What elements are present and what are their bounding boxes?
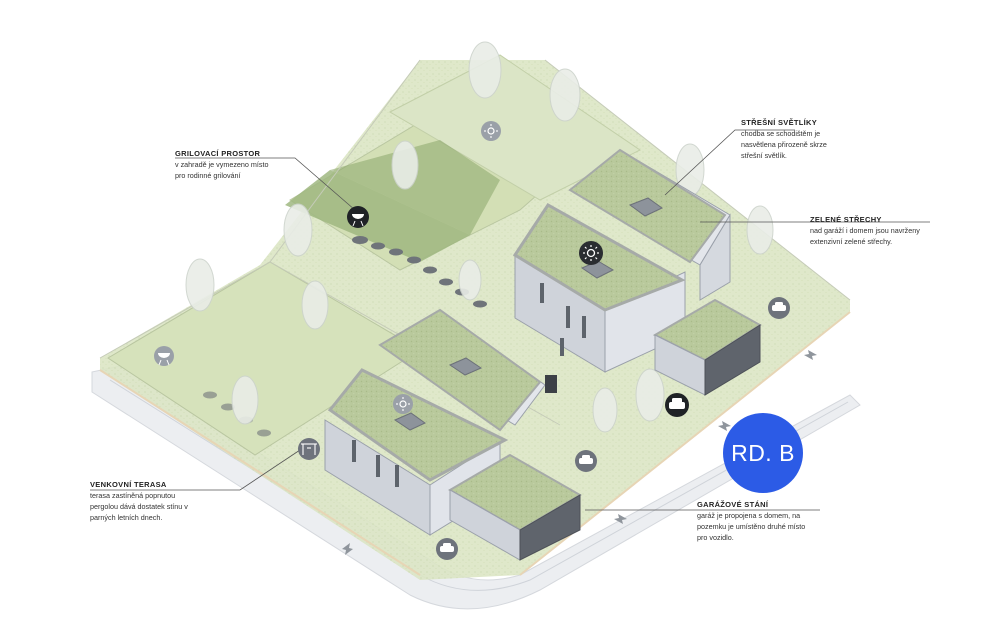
front-garage: [448, 453, 582, 561]
entry-arrows: [342, 350, 817, 555]
annotation-text: garáž je propojena s domem, na pozemku j…: [697, 511, 806, 542]
top-back-garden: [388, 54, 641, 201]
back-garage: [652, 298, 762, 396]
car-icon: [436, 538, 458, 560]
annotation-title: GARÁŽOVÉ STÁNÍ: [697, 500, 769, 509]
leader-lines: [90, 129, 930, 511]
annotation-text: v zahradě je vymezeno místo pro rodinné …: [175, 160, 269, 180]
annotation-title: VENKOVNÍ TERASA: [90, 480, 167, 489]
annotation-skylight: STŘEŠNÍ SVĚTLÍKY chodba se schodištěm je…: [741, 117, 827, 161]
annotation-parking: GARÁŽOVÉ STÁNÍ garáž je propojena s dome…: [697, 499, 805, 543]
annotation-text: nad garáží i domem jsou navrženy extenzi…: [810, 226, 920, 246]
annotation-title: GRILOVACÍ PROSTOR: [175, 149, 261, 158]
house-badge: RD. B: [723, 413, 803, 493]
grill-zone: [285, 170, 470, 262]
annotation-title: STŘEŠNÍ SVĚTLÍKY: [741, 118, 818, 127]
car-icon: [575, 450, 597, 472]
front-house: [324, 308, 557, 536]
car-icon: [665, 393, 689, 417]
grill-icon: [154, 346, 174, 366]
sun-icon: [579, 241, 603, 265]
annotation-text: terasa zastíněná popnutou pergolou dává …: [90, 491, 188, 522]
annotation-green-roof: ZELENÉ STŘECHY nad garáží i domem jsou n…: [810, 214, 920, 247]
trees: [185, 41, 774, 433]
annotation-grill: GRILOVACÍ PROSTOR v zahradě je vymezeno …: [175, 148, 268, 181]
sun-icon: [393, 394, 413, 414]
grill-icon: [347, 206, 369, 228]
sun-icon: [481, 121, 501, 141]
pergola-icon: [298, 438, 320, 460]
hedge-area: [330, 140, 500, 235]
car-icon: [768, 297, 790, 319]
annotation-text: chodba se schodištěm je nasvětlena přiro…: [741, 129, 827, 160]
annotation-terrace: VENKOVNÍ TERASA terasa zastíněná popnuto…: [90, 479, 188, 523]
annotation-title: ZELENÉ STŘECHY: [810, 215, 882, 224]
